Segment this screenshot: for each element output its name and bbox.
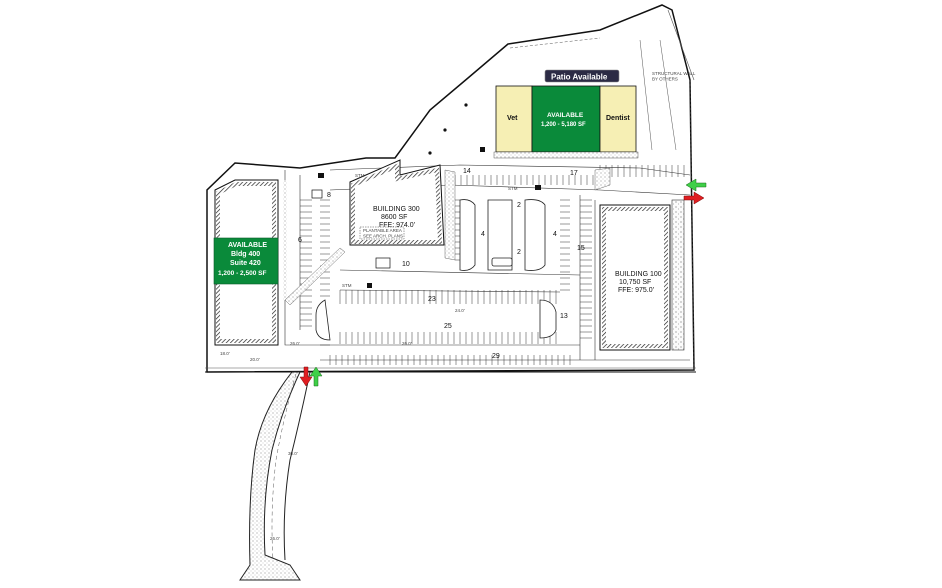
stall-count-29: 29: [492, 353, 500, 360]
stall-count-25: 25: [444, 323, 452, 330]
bldg400-name: Bldg 400: [231, 251, 260, 258]
dim-24: 24.0': [455, 308, 465, 313]
building-300-ffe: FFE: 974.0': [379, 222, 415, 229]
suite-available-range: 1,200 - 5,180 SF: [541, 122, 586, 128]
stm-label-center: STM: [508, 186, 518, 191]
stall-count-23: 23: [428, 296, 436, 303]
arrow-down-red-icon: [299, 366, 313, 387]
site-fixtures: [311, 103, 541, 288]
landscape-strips: [283, 167, 611, 306]
stm-label-west: STM: [342, 283, 352, 288]
stall-count-4b: 4: [553, 231, 557, 238]
patio-available-badge: Patio Available: [544, 69, 620, 83]
stall-count-15: 15: [577, 245, 585, 252]
dim-26c: 26.0': [270, 536, 280, 541]
bldg400-suite: Suite 420: [230, 260, 261, 267]
arrow-left-green-icon: [685, 178, 707, 192]
building-100-ffe: FFE: 975.0': [618, 287, 654, 294]
bldg400-available: AVAILABLE: [228, 242, 267, 249]
stall-count-4a: 4: [481, 231, 485, 238]
suite-tenant-vet: Vet: [507, 115, 518, 122]
bldg400-available-callout: AVAILABLE Bldg 400 Suite 420 1,200 - 2,5…: [213, 237, 279, 285]
building-100-name: BUILDING 100: [615, 271, 662, 278]
arrow-up-green-icon: [309, 366, 323, 387]
suite-tenant-dentist: Dentist: [606, 115, 630, 122]
building-300-name: BUILDING 300: [373, 206, 420, 213]
suite-available-label: AVAILABLE: [547, 112, 584, 119]
stall-count-13: 13: [560, 313, 568, 320]
stm-label-north: STM: [355, 173, 365, 178]
dim-18: 18.0': [220, 351, 230, 356]
stall-count-2a: 2: [517, 202, 521, 209]
building-200: Vet AVAILABLE 1,200 - 5,180 SF Dentist: [493, 85, 639, 159]
building-100-area: 10,750 SF: [619, 279, 651, 286]
dim-26b: 26.0': [402, 341, 412, 346]
arrow-right-red-icon: [683, 191, 705, 205]
building-100: BUILDING 100 10,750 SF FFE: 975.0': [599, 199, 685, 351]
patio-available-text: Patio Available: [551, 73, 608, 82]
stall-count-labels: 14 17 8 6 2 2 4 4 15 10 23 25 29 13: [298, 168, 585, 360]
curb-islands: [315, 199, 557, 341]
stall-count-6: 6: [298, 237, 302, 244]
stall-count-2b: 2: [517, 249, 521, 256]
bldg400-range: 1,200 - 2,500 SF: [218, 270, 266, 277]
entrance-drive: [239, 371, 311, 581]
dim-20: 20.0': [250, 357, 260, 362]
stall-count-14: 14: [463, 168, 471, 175]
stall-count-8: 8: [327, 192, 331, 199]
building-300-area: 8600 SF: [381, 214, 407, 221]
dim-26a: 26.0': [290, 341, 300, 346]
stall-count-10: 10: [402, 261, 410, 268]
stall-count-17: 17: [570, 170, 578, 177]
dim-30: 30.0': [288, 451, 298, 456]
